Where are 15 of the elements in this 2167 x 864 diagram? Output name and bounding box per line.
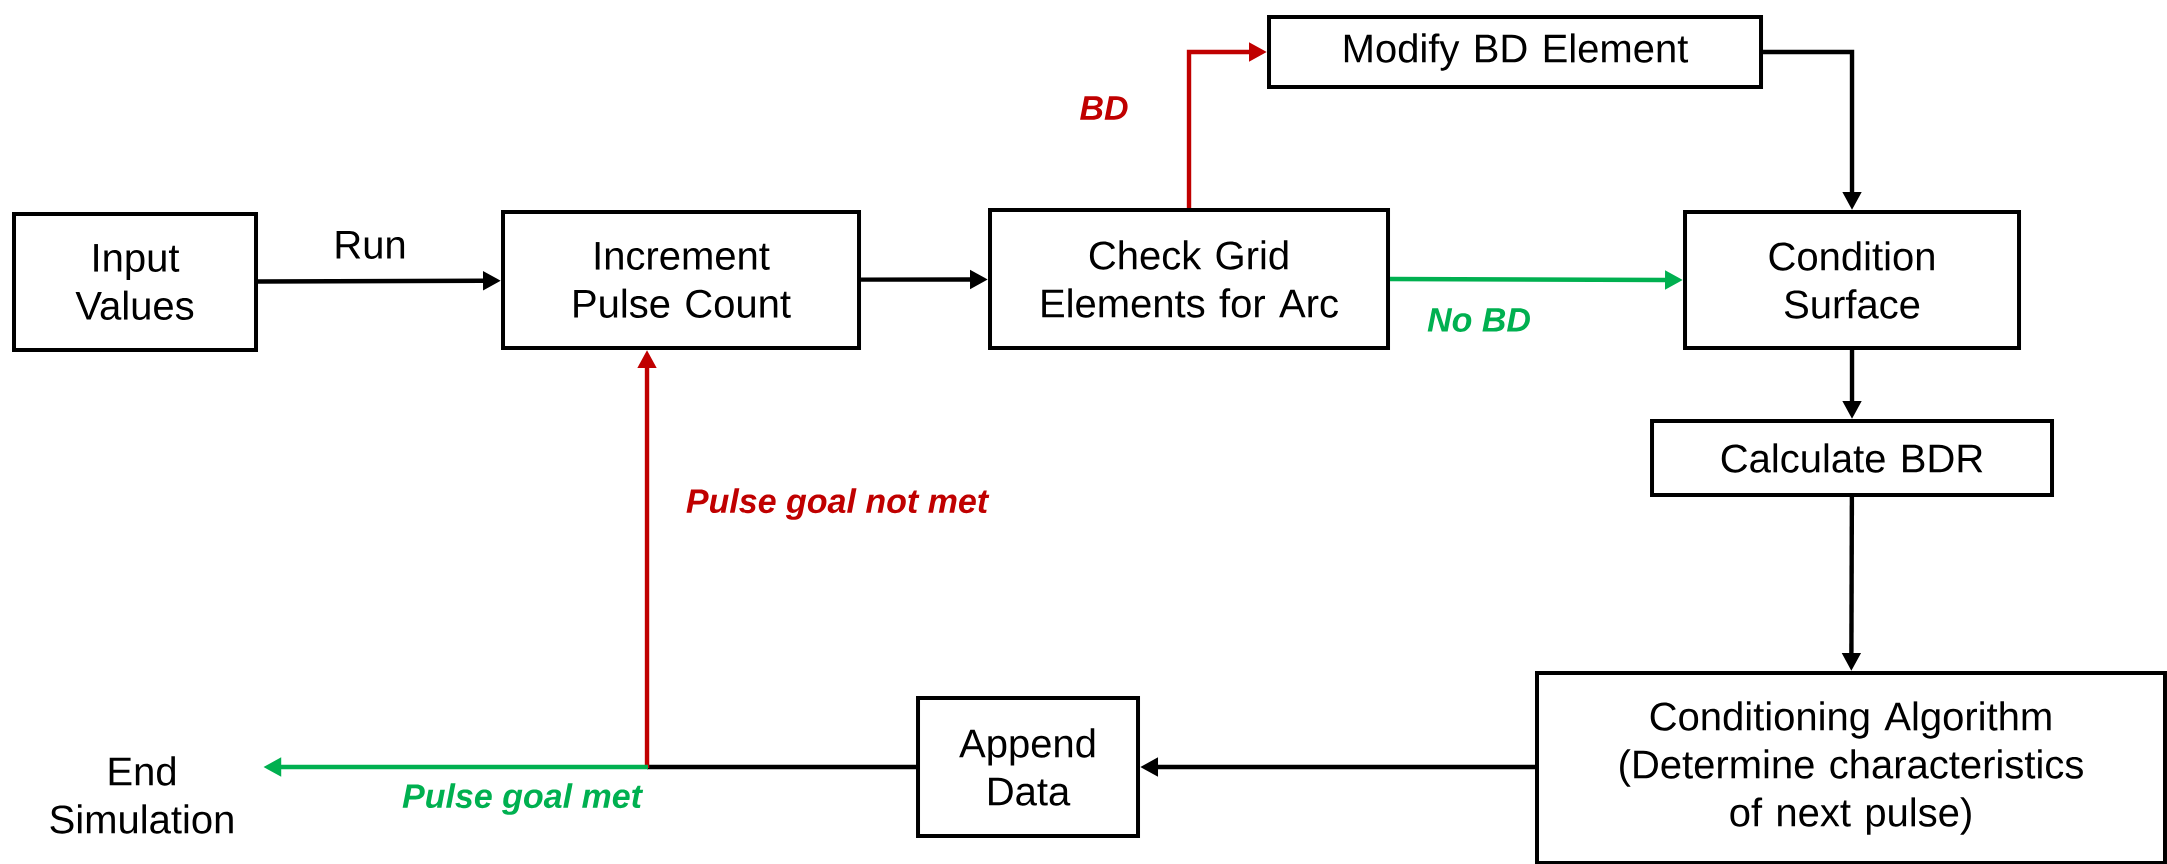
edge-label: Pulse goal met [400, 781, 644, 817]
process-box: Check Grid Elements for Arc [988, 208, 1390, 350]
terminal-text: End Simulation [50, 756, 233, 834]
process-box: Append Data [916, 696, 1140, 838]
process-box: Conditioning Algorithm (Determine characteristics of next pulse) [1535, 671, 2167, 864]
edge-label: BD [1077, 94, 1131, 122]
process-box: Condition Surface [1683, 210, 2021, 350]
process-box: Increment Pulse Count [501, 210, 861, 350]
edge-label: No BD [1425, 306, 1533, 334]
edge-label: Run [331, 229, 409, 261]
process-box: Input Values [12, 212, 258, 352]
edge-label: Pulse goal not met [683, 486, 991, 522]
process-box: Calculate BDR [1650, 419, 2054, 497]
process-box: Modify BD Element [1267, 15, 1763, 89]
connector-line [647, 764, 916, 770]
